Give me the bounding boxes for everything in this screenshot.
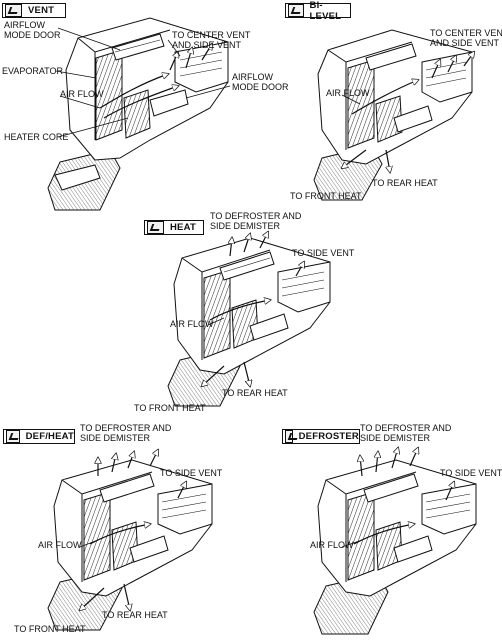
heat-mode-icon	[147, 221, 164, 234]
vent-panel: VENT AIRFLOW MODE DOOR EVAPORATOR TO CEN…	[0, 0, 289, 212]
defheat-air-flow-label: AIR FLOW	[38, 540, 82, 550]
bilevel-front-heat-label: TO FRONT HEAT	[290, 191, 362, 201]
defheat-defroster-label: TO DEFROSTER AND SIDE DEMISTER	[80, 423, 172, 443]
vent-airflow-mode-door-right-label: AIRFLOW MODE DOOR	[232, 72, 289, 92]
vent-center-side-label: TO CENTER VENT AND SIDE VENT	[172, 30, 251, 50]
vent-mode-icon	[5, 4, 22, 17]
defroster-side-vent-label: TO SIDE VENT	[440, 468, 502, 478]
defheat-mode-box: DEF/HEAT	[3, 429, 75, 444]
vent-air-flow-label: AIR FLOW	[60, 89, 104, 99]
bilevel-mode-label: BI-LEVEL	[309, 0, 342, 22]
defheat-mode-icon	[6, 430, 20, 443]
defroster-mode-icon	[285, 430, 293, 443]
defheat-rear-heat-label: TO REAR HEAT	[102, 610, 168, 620]
vent-unit-drawing	[47, 17, 231, 211]
defroster-air-flow-label: AIR FLOW	[310, 540, 354, 550]
defheat-front-heat-label: TO FRONT HEAT	[14, 624, 86, 634]
heat-mode-label: HEAT	[170, 222, 196, 233]
defroster-mode-label: DEFROSTER	[298, 431, 359, 442]
vent-mode-label: VENT	[28, 5, 55, 16]
defroster-unit-drawing	[313, 420, 477, 635]
defroster-defroster-label: TO DEFROSTER AND SIDE DEMISTER	[360, 423, 452, 443]
heat-panel: HEAT TO DEFROSTER AND SIDE DEMISTER TO S…	[120, 210, 380, 415]
heat-front-heat-label: TO FRONT HEAT	[134, 403, 206, 413]
bilevel-center-side-label: TO CENTER VENT AND SIDE VENT	[430, 28, 502, 48]
heat-side-vent-label: TO SIDE VENT	[292, 248, 355, 258]
bilevel-mode-icon	[288, 4, 304, 17]
heat-unit-drawing	[167, 210, 331, 407]
defroster-mode-box: DEFROSTER	[282, 429, 360, 444]
vent-evaporator-label: EVAPORATOR	[2, 66, 64, 76]
bilevel-unit-drawing	[313, 29, 502, 201]
bilevel-panel: BI-LEVEL TO CENTER VENT AND SIDE VENT AI…	[282, 0, 502, 212]
heat-rear-heat-label: TO REAR HEAT	[222, 388, 288, 398]
bilevel-air-flow-label: AIR FLOW	[326, 88, 370, 98]
defroster-panel: DEFROSTER TO DEFROSTER AND SIDE DEMISTER…	[270, 420, 502, 640]
defheat-unit-drawing	[47, 420, 213, 631]
vent-airflow-mode-door-top-label: AIRFLOW MODE DOOR	[4, 20, 61, 40]
bilevel-rear-heat-label: TO REAR HEAT	[372, 178, 438, 188]
vent-heater-core-label: HEATER CORE	[4, 132, 69, 142]
defheat-mode-label: DEF/HEAT	[25, 431, 74, 442]
defheat-panel: DEF/HEAT TO DEFROSTER AND SIDE DEMISTER …	[0, 420, 250, 640]
vent-mode-box: VENT	[2, 3, 66, 18]
bilevel-mode-box: BI-LEVEL	[285, 0, 351, 22]
heat-defroster-label: TO DEFROSTER AND SIDE DEMISTER	[210, 211, 302, 231]
heat-mode-box: HEAT	[144, 220, 204, 235]
defheat-side-vent-label: TO SIDE VENT	[160, 468, 223, 478]
heat-air-flow-label: AIR FLOW	[170, 319, 214, 329]
